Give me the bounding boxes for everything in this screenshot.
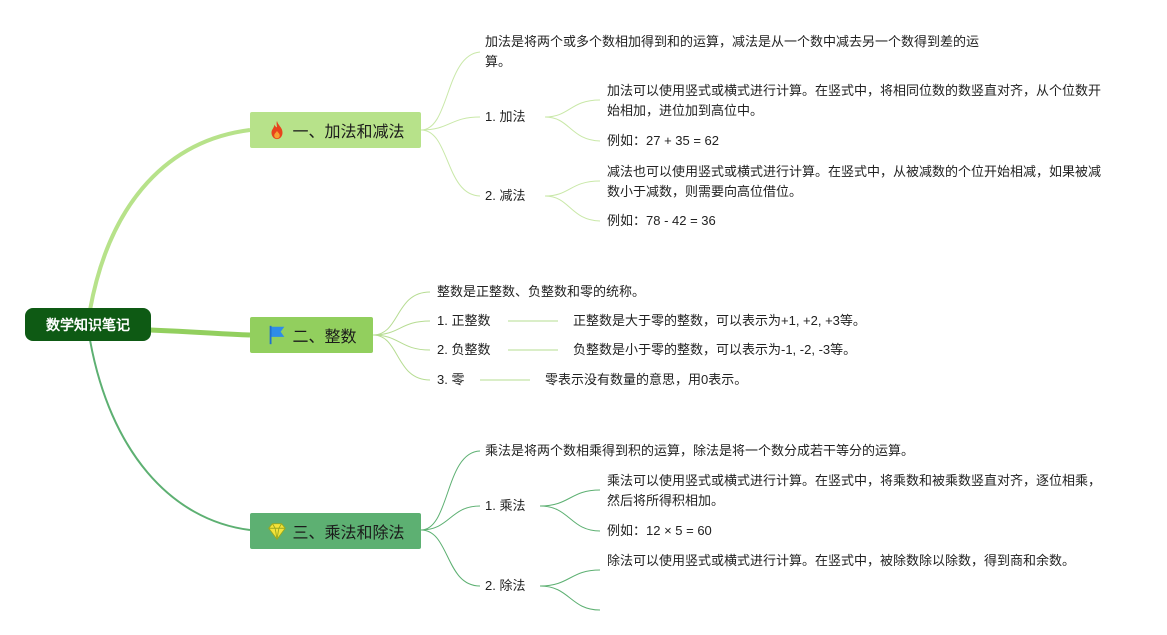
branch-summary: 整数是正整数、负整数和零的统称。 bbox=[437, 284, 646, 299]
subtopic-zero[interactable]: 3. 零 bbox=[437, 372, 465, 387]
subtopic-example: 例如：27 + 35 = 62 bbox=[607, 133, 720, 148]
flag-icon bbox=[270, 325, 285, 345]
link-root-b3 bbox=[89, 339, 251, 531]
subtopic-positive-integer[interactable]: 1. 正整数 bbox=[437, 313, 491, 328]
link-b3-item1-example bbox=[539, 505, 601, 532]
link-b2-item2 bbox=[372, 334, 431, 351]
link-b1-item2-desc bbox=[544, 180, 601, 197]
branch-summary: 加法是将两个或多个数相加得到和的运算，减法是从一个数中减去另一个数得到差的运算。 bbox=[485, 34, 980, 69]
link-b1-summary bbox=[420, 51, 481, 131]
link-b1-item1-example bbox=[544, 116, 601, 142]
link-b2-summary bbox=[372, 291, 431, 336]
subtopic-addition[interactable]: 1. 加法 bbox=[485, 109, 526, 124]
branch-summary: 乘法是将两个数相乘得到积的运算，除法是将一个数分成若干等分的运算。 bbox=[485, 443, 915, 458]
branch-integers[interactable]: 二、整数 bbox=[250, 317, 373, 353]
branch-label: 三、乘法和除法 bbox=[292, 525, 405, 542]
subtopic-description: 乘法可以使用竖式或横式进行计算。在竖式中，将乘数和被乘数竖直对齐，逐位相乘，然后… bbox=[607, 473, 1102, 508]
subtopic-description: 正整数是大于零的整数，可以表示为+1, +2, +3等。 bbox=[573, 313, 866, 328]
link-root-b2 bbox=[149, 327, 251, 338]
fire-icon bbox=[271, 120, 283, 140]
link-b3-item1-desc bbox=[539, 489, 601, 507]
subtopic-negative-integer[interactable]: 2. 负整数 bbox=[437, 342, 491, 357]
link-b1-item2 bbox=[420, 129, 481, 197]
link-b3-item2 bbox=[420, 529, 481, 587]
root-topic[interactable]: 数学知识笔记 bbox=[25, 308, 151, 341]
link-b3-item2-desc bbox=[539, 569, 601, 587]
link-root-b1 bbox=[88, 128, 251, 311]
link-b3-item2-example bbox=[539, 585, 601, 611]
branch-multiplication-division[interactable]: 三、乘法和除法 bbox=[250, 513, 421, 549]
branch-label: 二、整数 bbox=[292, 329, 357, 346]
subtopic-description: 零表示没有数量的意思，用0表示。 bbox=[545, 372, 748, 387]
subtopic-multiplication[interactable]: 1. 乘法 bbox=[485, 498, 526, 513]
subtopic-subtraction[interactable]: 2. 减法 bbox=[485, 188, 526, 203]
link-b3-summary bbox=[420, 450, 481, 531]
root-topic-label: 数学知识笔记 bbox=[46, 316, 130, 333]
link-b1-item1-desc bbox=[544, 99, 601, 118]
subtopic-example: 例如：78 - 42 = 36 bbox=[607, 213, 716, 228]
subtopic-division[interactable]: 2. 除法 bbox=[485, 578, 526, 593]
diamond-icon bbox=[268, 523, 287, 541]
subtopic-description: 加法可以使用竖式或横式进行计算。在竖式中，将相同位数的数竖直对齐，从个位数开始相… bbox=[607, 83, 1102, 118]
branch-addition-subtraction[interactable]: 一、加法和减法 bbox=[250, 112, 421, 148]
link-b1-item2-example bbox=[544, 195, 601, 222]
branch-label: 一、加法和减法 bbox=[292, 124, 405, 141]
link-b2-item1 bbox=[372, 320, 431, 336]
subtopic-example: 例如：12 × 5 = 60 bbox=[607, 523, 712, 538]
subtopic-description: 减法也可以使用竖式或横式进行计算。在竖式中，从被减数的个位开始相减，如果被减数小… bbox=[607, 164, 1102, 199]
link-b3-item1 bbox=[420, 505, 481, 531]
subtopic-description: 负整数是小于零的整数，可以表示为-1, -2, -3等。 bbox=[573, 342, 857, 357]
subtopic-description: 除法可以使用竖式或横式进行计算。在竖式中，被除数除以除数，得到商和余数。 bbox=[607, 553, 1076, 568]
link-b2-item3 bbox=[372, 334, 431, 381]
link-b1-item1 bbox=[420, 116, 481, 131]
